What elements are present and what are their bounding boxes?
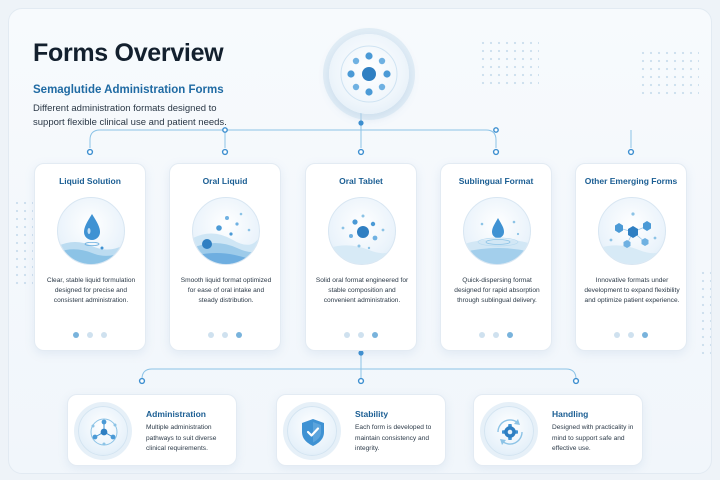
feature-description: Each form is developed to maintain consi…	[355, 424, 432, 452]
pagination-dot[interactable]	[493, 332, 499, 338]
pagination-dot[interactable]	[73, 332, 79, 338]
sublingual-droplet-icon	[463, 197, 531, 265]
pagination-dots	[576, 332, 686, 338]
gear-cycle-icon	[484, 406, 534, 456]
card-title: Sublingual Format	[458, 176, 534, 186]
card-title: Liquid Solution	[59, 176, 121, 186]
pagination-dots	[170, 332, 280, 338]
page-description: Different administration formats designe…	[33, 103, 227, 128]
pagination-dot[interactable]	[101, 332, 107, 338]
droplet-icon	[57, 197, 125, 265]
feature-description: Multiple administration pathways to suit…	[146, 424, 217, 452]
card-title: Oral Tablet	[339, 176, 383, 186]
pagination-dot[interactable]	[372, 332, 378, 338]
feature-title: Stability	[355, 409, 389, 419]
pagination-dot[interactable]	[479, 332, 485, 338]
decorative-dot-grid	[639, 49, 699, 99]
molecule-cluster-icon	[340, 45, 398, 103]
pagination-dot[interactable]	[358, 332, 364, 338]
pagination-dots	[35, 332, 145, 338]
card-description: Quick-dispersing format designed for rap…	[454, 277, 540, 304]
pagination-dot[interactable]	[614, 332, 620, 338]
pagination-dot[interactable]	[628, 332, 634, 338]
page-subtitle: Semaglutide Administration Forms	[33, 84, 224, 96]
decorative-dot-grid	[699, 269, 711, 359]
form-card-oral-liquid[interactable]: Oral Liquid Smooth liquid format optimiz…	[169, 163, 281, 351]
form-card-liquid-solution[interactable]: Liquid Solution Clear, stable liquid for…	[34, 163, 146, 351]
molecule-hexagons-icon	[598, 197, 666, 265]
network-icon	[78, 406, 128, 456]
form-card-sublingual-format[interactable]: Sublingual Format Quick-dispersing forma…	[440, 163, 552, 351]
card-title: Other Emerging Forms	[584, 176, 678, 186]
feature-card-administration[interactable]: Administration Multiple administration p…	[67, 394, 237, 466]
pagination-dot[interactable]	[236, 332, 242, 338]
pagination-dots	[441, 332, 551, 338]
feature-title: Handling	[552, 409, 589, 419]
feature-card-stability[interactable]: Stability Each form is developed to main…	[276, 394, 446, 466]
shield-check-icon	[287, 406, 337, 456]
feature-title: Administration	[146, 409, 206, 419]
pagination-dots	[306, 332, 416, 338]
decorative-dot-grid	[13, 199, 33, 289]
pagination-dot[interactable]	[222, 332, 228, 338]
feature-description: Designed with practicality in mind to su…	[552, 424, 634, 452]
page-title: Forms Overview	[33, 39, 224, 67]
hub-molecule-node	[329, 34, 409, 114]
tablet-particles-icon	[328, 197, 396, 265]
form-card-oral-tablet[interactable]: Oral Tablet Solid oral format engineered…	[305, 163, 417, 351]
connector-lines	[86, 106, 635, 385]
pagination-dot[interactable]	[507, 332, 513, 338]
card-description: Smooth liquid format optimized for ease …	[180, 277, 272, 304]
form-card-other-emerging-forms[interactable]: Other Emerging Forms Innovati	[575, 163, 687, 351]
oral-liquid-bubbles-icon	[192, 197, 260, 265]
pagination-dot[interactable]	[344, 332, 350, 338]
feature-card-handling[interactable]: Handling Designed with practicality in m…	[473, 394, 643, 466]
decorative-dot-grid	[479, 39, 539, 89]
card-title: Oral Liquid	[202, 176, 248, 186]
card-description: Innovative formats under development to …	[584, 277, 680, 304]
diagram-frame: Forms Overview Semaglutide Administratio…	[8, 8, 712, 474]
pagination-dot[interactable]	[642, 332, 648, 338]
card-description: Clear, stable liquid formulation designe…	[46, 277, 136, 304]
card-description: Solid oral format engineered for stable …	[315, 277, 409, 304]
pagination-dot[interactable]	[208, 332, 214, 338]
pagination-dot[interactable]	[87, 332, 93, 338]
